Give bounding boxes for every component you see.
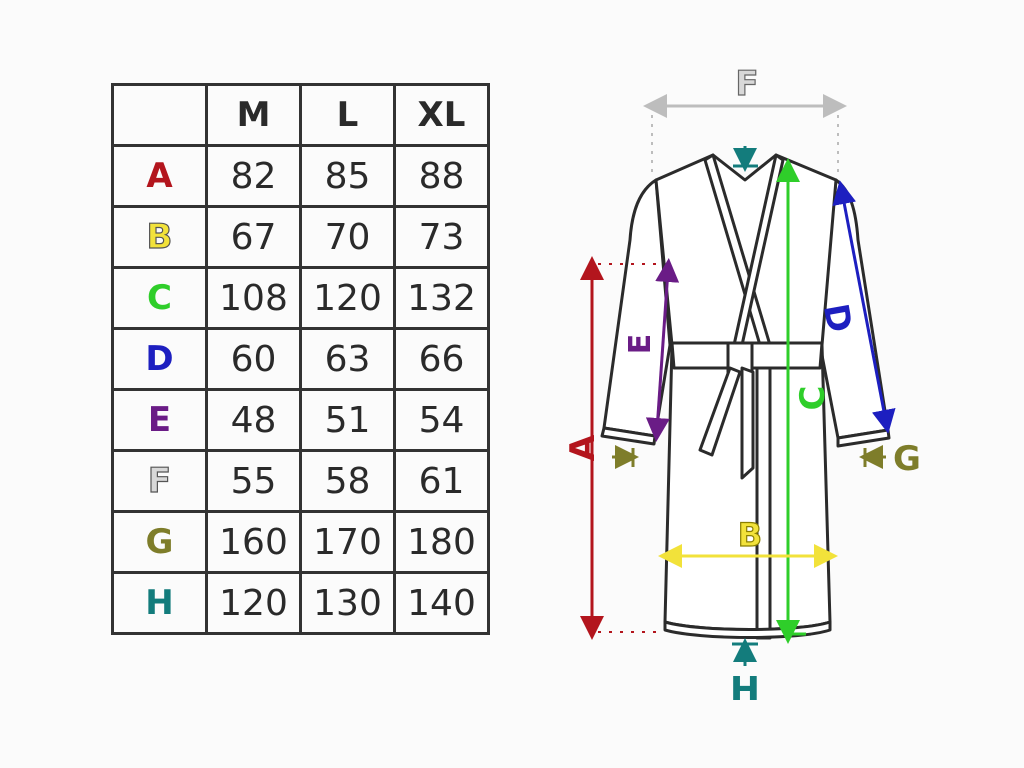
label-h: H [730, 670, 760, 700]
size-value: 82 [205, 144, 302, 208]
size-value: 85 [299, 144, 396, 208]
measure-a: A [563, 256, 660, 640]
header-row: M L XL [111, 83, 490, 147]
label-b: B [738, 516, 762, 554]
row-label: G [111, 510, 208, 574]
size-value: 54 [393, 388, 490, 452]
label-c: C [793, 386, 833, 411]
row-label: E [111, 388, 208, 452]
column-header: XL [393, 83, 490, 147]
size-value: 170 [299, 510, 396, 574]
measure-g-left [612, 445, 639, 469]
robe-outline [600, 153, 891, 640]
row-label: F [111, 449, 208, 513]
size-value: 180 [393, 510, 490, 574]
size-value: 70 [299, 205, 396, 269]
label-g: G [893, 439, 921, 479]
row-label: C [111, 266, 208, 330]
measure-b: B [658, 515, 838, 568]
label-e: E [623, 334, 658, 355]
size-value: 51 [299, 388, 396, 452]
row-label: H [111, 571, 208, 635]
robe-diagram: F A E C D B G [563, 63, 921, 700]
corner-cell [111, 83, 208, 147]
label-a: A [563, 434, 603, 461]
belt-tie-right [740, 366, 755, 480]
size-value: 73 [393, 205, 490, 269]
row-label: D [111, 327, 208, 391]
column-header: M [205, 83, 302, 147]
row-label: B [111, 205, 208, 269]
belt-tie-left [698, 366, 742, 457]
measure-d: D [815, 180, 896, 434]
size-value: 108 [205, 266, 302, 330]
size-value: 55 [205, 449, 302, 513]
measure-g-right: G [859, 439, 921, 479]
row-label: A [111, 144, 208, 208]
size-value: 58 [299, 449, 396, 513]
label-f: F [735, 64, 758, 104]
measure-h: H [730, 638, 760, 700]
size-value: 140 [393, 571, 490, 635]
column-header: L [299, 83, 396, 147]
measure-e: E [623, 258, 680, 442]
size-value: 60 [205, 327, 302, 391]
size-value: 48 [205, 388, 302, 452]
measure-f: F [643, 63, 847, 175]
size-value: 120 [205, 571, 302, 635]
size-value: 120 [299, 266, 396, 330]
measure-neck [733, 146, 758, 172]
size-value: 132 [393, 266, 490, 330]
front-placket [755, 366, 772, 640]
size-value: 67 [205, 205, 302, 269]
size-value: 160 [205, 510, 302, 574]
size-value: 61 [393, 449, 490, 513]
size-value: 66 [393, 327, 490, 391]
size-value: 88 [393, 144, 490, 208]
size-value: 130 [299, 571, 396, 635]
label-d: D [815, 301, 859, 336]
size-value: 63 [299, 327, 396, 391]
